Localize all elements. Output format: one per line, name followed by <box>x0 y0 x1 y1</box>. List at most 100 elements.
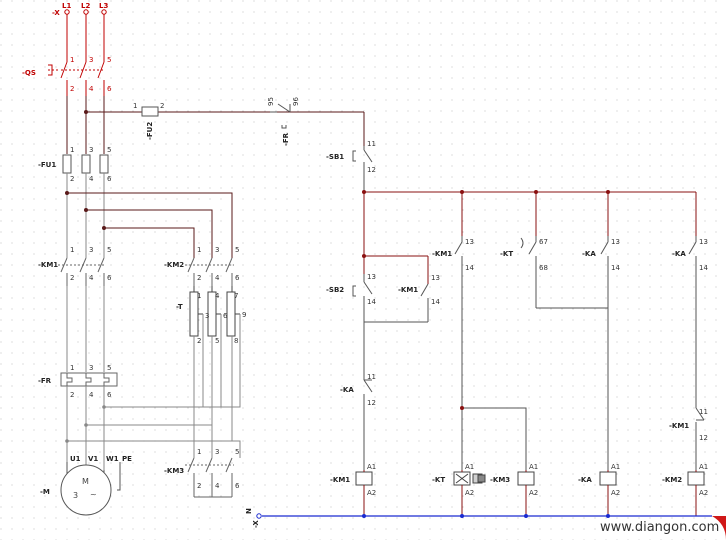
km2-main-t1: 1 <box>197 246 201 254</box>
wires-fr-to-motor <box>66 314 241 470</box>
km1-aux-name: -KM1 <box>432 250 452 258</box>
transformer-t4: 4 <box>215 292 220 300</box>
coil-ka <box>599 471 617 486</box>
watermark-text: www.diangon.com <box>600 520 719 535</box>
coil-km2-name: -KM2 <box>662 476 682 484</box>
phase-l2-label: L2 <box>81 2 90 10</box>
ka-nc-t12: 12 <box>367 399 376 407</box>
km1-hold-t14: 14 <box>431 298 440 306</box>
km3-main-contacts <box>185 457 234 498</box>
sb1-t12: 12 <box>367 166 376 174</box>
km2-main-t6: 6 <box>235 274 240 282</box>
sb2-name: -SB2 <box>326 286 344 294</box>
motor-symbol <box>60 462 121 516</box>
phase-feed-wires <box>48 14 105 96</box>
km3-main-t4: 4 <box>215 482 220 490</box>
km3-main-t2: 2 <box>197 482 201 490</box>
watermark-logo-shape <box>712 516 726 540</box>
transformer-t7: 7 <box>234 292 238 300</box>
phase-terminals <box>64 9 107 15</box>
sb1-stop-button <box>352 146 373 192</box>
neutral-terminal <box>256 513 262 519</box>
ka-no2-t14: 14 <box>699 264 708 272</box>
motor-v1: V1 <box>88 455 98 463</box>
coil-leads <box>363 470 697 516</box>
fr-heater-elements <box>60 372 118 387</box>
bus-junction-dots <box>362 190 610 258</box>
ka-no2-name: -KA <box>672 250 686 258</box>
km1-main-t5: 5 <box>107 246 111 254</box>
coil-ka-a2: A2 <box>611 489 620 497</box>
fr-heater-t6: 6 <box>107 391 112 399</box>
phase-l1-label: L1 <box>62 2 71 10</box>
transformer-windings <box>189 286 240 337</box>
coil-bodies <box>355 471 705 486</box>
coil-km3-name: -KM3 <box>490 476 510 484</box>
km1-aux-t13: 13 <box>465 238 474 246</box>
sb1-t11: 11 <box>367 140 376 148</box>
coil-kt-a2: A2 <box>465 489 474 497</box>
neutral-x-label: -X <box>252 520 260 528</box>
fu1-t3: 3 <box>89 146 93 154</box>
coil-km2-a2: A2 <box>699 489 708 497</box>
qs-t6: 6 <box>107 85 112 93</box>
km2-main-t4: 4 <box>215 274 220 282</box>
km1-main-t4: 4 <box>89 274 94 282</box>
km3-main-t3: 3 <box>215 448 219 456</box>
kt-contact-t67: 67 <box>539 238 548 246</box>
fu1-t4: 4 <box>89 175 94 183</box>
motor-tilde: ~ <box>90 490 97 499</box>
fu1-t6: 6 <box>107 175 112 183</box>
fu1-t5: 5 <box>107 146 111 154</box>
km1-main-t6: 6 <box>107 274 112 282</box>
km3-main-t5: 5 <box>235 448 239 456</box>
ka-no1-t13: 13 <box>611 238 620 246</box>
fu1-fuses <box>62 154 109 174</box>
fu1-t2: 2 <box>70 175 74 183</box>
qs-t5: 5 <box>107 56 111 64</box>
power-circuit: -X L1 L2 L3 -QS 1 3 5 2 4 6 <box>22 2 246 516</box>
transformer-t5: 5 <box>215 337 219 345</box>
coil-ka-name: -KA <box>578 476 592 484</box>
fr-heater-t1: 1 <box>70 364 74 372</box>
control-circuit: 1 2 -FU2 95 96 -FR -SB1 11 12 <box>133 97 712 528</box>
coil-km3-a2: A2 <box>529 489 538 497</box>
coil-km1 <box>355 471 373 486</box>
km1-main-t3: 3 <box>89 246 93 254</box>
km3-main-t1: 1 <box>197 448 201 456</box>
km1-nc-name: -KM1 <box>669 422 689 430</box>
coil-ka-a1: A1 <box>611 463 620 471</box>
fr-contact-t96: 96 <box>292 97 300 106</box>
km2-main-t3: 3 <box>215 246 219 254</box>
fu1-name: -FU1 <box>38 161 56 169</box>
fu2-name: -FU2 <box>146 122 154 140</box>
km1-nc-t12: 12 <box>699 434 708 442</box>
ka-nc-name: -KA <box>340 386 354 394</box>
transformer-t2: 2 <box>197 337 201 345</box>
neutral-junction-dots <box>362 514 610 518</box>
km2-main-t2: 2 <box>197 274 201 282</box>
qs-t1: 1 <box>70 56 74 64</box>
coil-km1-a2: A2 <box>367 489 376 497</box>
sb2-start-button <box>352 274 373 322</box>
coil-km2-a1: A1 <box>699 463 708 471</box>
motor-w1: W1 <box>106 455 119 463</box>
km2-main-contacts <box>185 257 234 286</box>
sb2-t13: 13 <box>367 273 376 281</box>
control-bus <box>363 191 697 284</box>
coil-kt-a1: A1 <box>465 463 474 471</box>
wires-fu1-down <box>66 173 105 258</box>
coil-km1-name: -KM1 <box>330 476 350 484</box>
ka-no-contact-1 <box>600 236 609 470</box>
fr-contact-name: -FR <box>282 132 290 146</box>
km1-hold-t13: 13 <box>431 274 440 282</box>
km1-nc-t11: 11 <box>699 408 708 416</box>
transformer-name: -T <box>176 303 183 311</box>
km1-hold-name: -KM1 <box>398 286 418 294</box>
transformer-t1: 1 <box>197 292 201 300</box>
transformer-t8: 8 <box>234 337 238 345</box>
km1-main-name: -KM1 <box>38 261 58 269</box>
km1-main-contacts <box>58 257 106 286</box>
ka-nc-t11: 11 <box>367 373 376 381</box>
